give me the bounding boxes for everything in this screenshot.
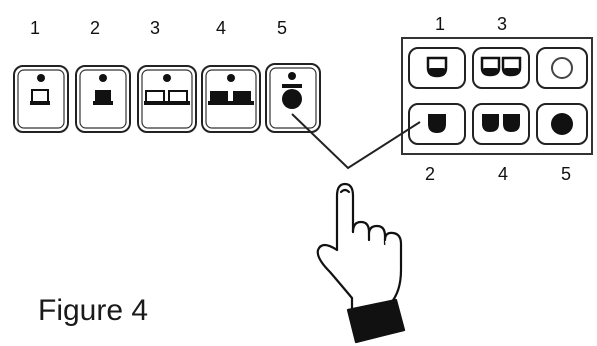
left-number-2: 2	[90, 18, 101, 38]
pointing-hand-icon	[316, 182, 406, 344]
right-number-5: 5	[561, 164, 572, 184]
panel-button-circle-filled[interactable]	[536, 103, 588, 145]
indicator-dot-icon	[163, 74, 171, 82]
left-button-1[interactable]	[13, 65, 69, 133]
indicator-dot-icon	[99, 74, 107, 82]
indicator-dot-icon	[227, 74, 235, 82]
panel-button-ring-empty[interactable]	[536, 47, 588, 89]
connector-line	[291, 113, 421, 170]
panel-button-double-cup-dark[interactable]	[472, 103, 530, 145]
left-number-1: 1	[30, 18, 41, 38]
left-button-4[interactable]	[201, 65, 261, 133]
panel-button-double-cup-light[interactable]	[472, 47, 530, 89]
indicator-dot-icon	[288, 72, 296, 80]
panel-button-single-cup-light[interactable]	[408, 47, 466, 89]
left-number-4: 4	[216, 18, 227, 38]
left-button-2[interactable]	[75, 65, 131, 133]
left-button-5[interactable]	[265, 63, 321, 133]
indicator-dot-icon	[37, 74, 45, 82]
right-number-2: 2	[425, 164, 436, 184]
left-number-5: 5	[277, 18, 288, 38]
figure-caption: Figure 4	[38, 294, 149, 327]
panel-button-single-cup-dark[interactable]	[408, 103, 466, 145]
right-number-3: 3	[497, 14, 508, 34]
left-number-3: 3	[150, 18, 161, 38]
right-number-1: 1	[435, 14, 446, 34]
right-number-4: 4	[498, 164, 509, 184]
left-button-3[interactable]	[137, 65, 197, 133]
